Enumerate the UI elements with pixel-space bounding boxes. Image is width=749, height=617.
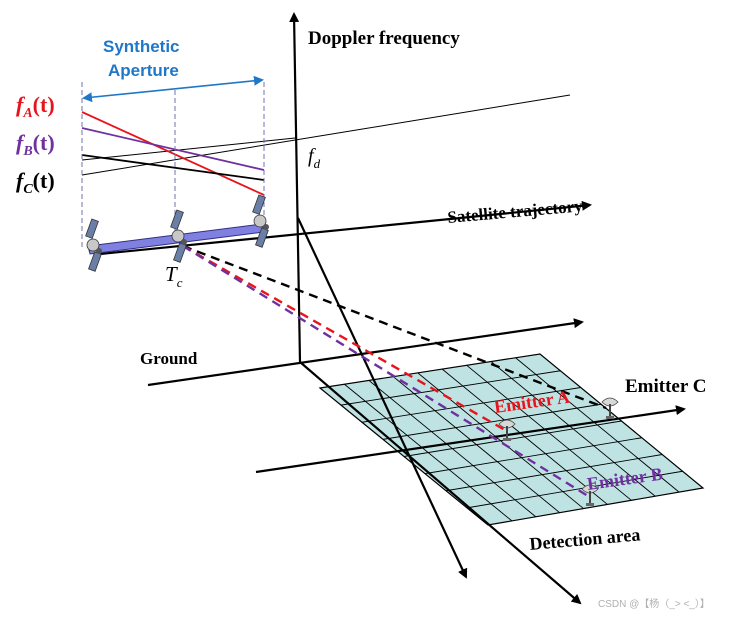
- grid-line: [445, 454, 663, 492]
- ground-label: Ground: [140, 349, 198, 368]
- satellite-trajectory-label: Satellite trajectory: [447, 196, 584, 227]
- radio-dish-icon: [581, 484, 599, 506]
- grid-line: [361, 387, 581, 423]
- sight-line-c: [182, 244, 607, 410]
- watermark: CSDN @【杨（_> <_）】: [598, 597, 710, 610]
- radio-dish-icon: [498, 419, 516, 441]
- fa-label: fA(t): [16, 92, 55, 121]
- ground-axes: [147, 318, 686, 605]
- detection-area-label: Detection area: [529, 524, 641, 554]
- grid-line: [424, 437, 642, 475]
- sight-line-b: [182, 244, 589, 498]
- fd-label: fd: [308, 145, 321, 171]
- doppler-curve-b: [81, 127, 265, 171]
- synthetic-aperture-line1: Synthetic: [103, 37, 180, 56]
- tc-label: Tc: [165, 262, 183, 290]
- doppler-curves: [81, 111, 265, 196]
- sight-line-a: [182, 244, 506, 432]
- doppler-curve-a: [81, 111, 265, 196]
- radio-dish-icon: [601, 397, 619, 419]
- satellite-icon: [170, 209, 187, 263]
- fb-label: fB(t): [16, 130, 55, 159]
- grid-line: [466, 470, 683, 509]
- synthetic-aperture-line2: Aperture: [108, 61, 179, 80]
- grid-line: [403, 420, 622, 457]
- grid-line: [382, 403, 602, 440]
- fc-label: fC(t): [16, 168, 55, 197]
- projection-line: [297, 217, 468, 579]
- synthetic-aperture-arrow: [82, 75, 264, 103]
- sight-lines: [182, 244, 607, 498]
- emitter-c-label: Emitter C: [625, 376, 706, 397]
- satellite-icon: [252, 194, 269, 248]
- doppler-axis: [289, 12, 302, 363]
- doppler-axis-label: Doppler frequency: [308, 28, 460, 49]
- fd-reference-lines: [81, 94, 571, 176]
- satellite-icon: [85, 218, 102, 272]
- doppler-curve-c: [81, 154, 265, 181]
